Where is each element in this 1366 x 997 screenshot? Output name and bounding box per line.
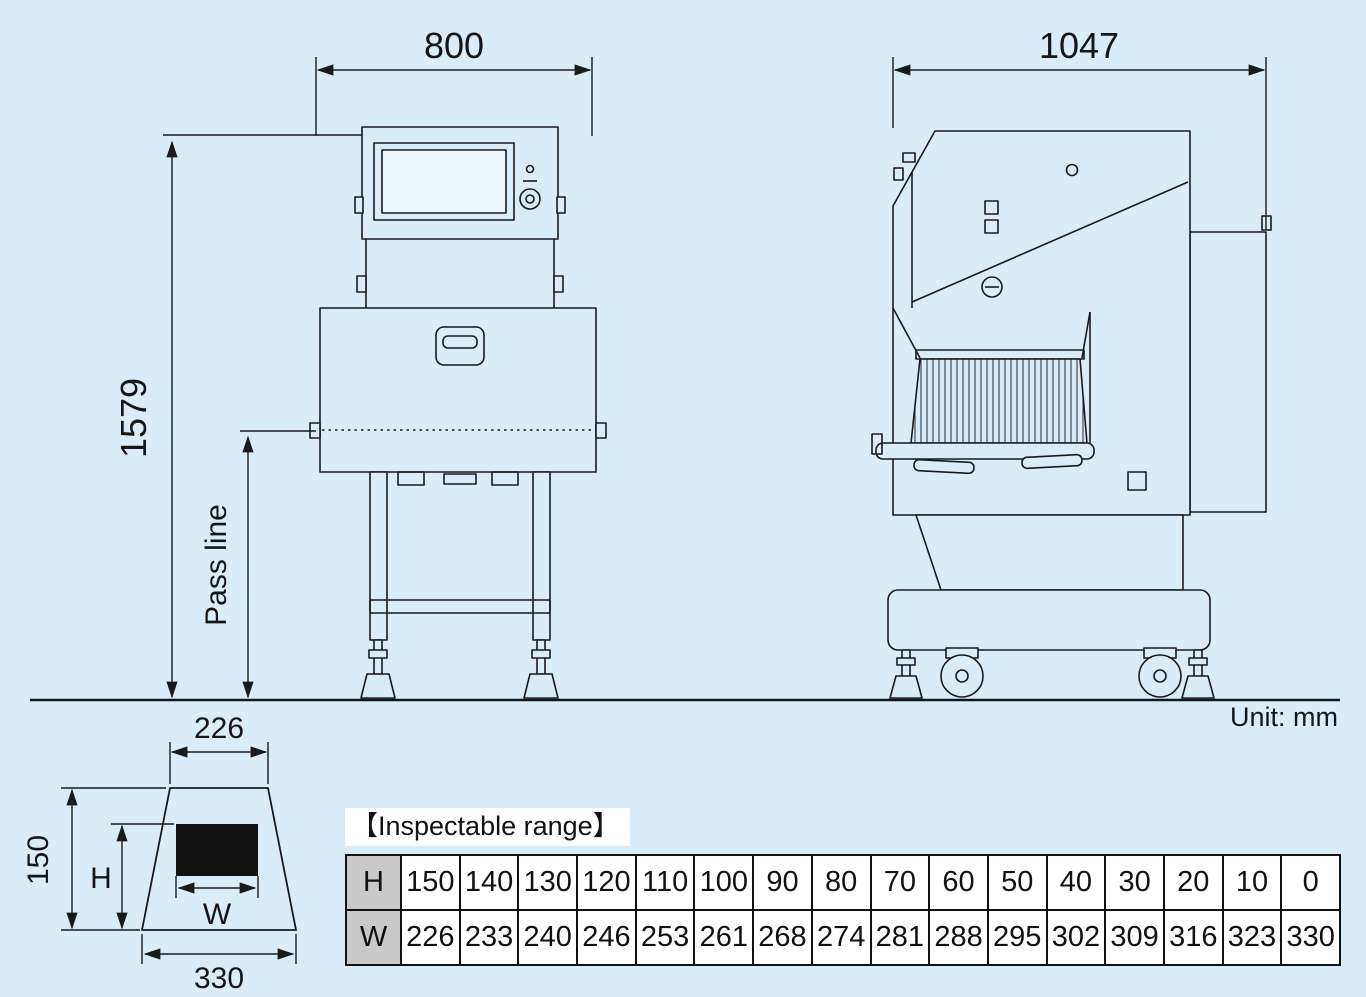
cell-w-1: 233 bbox=[458, 909, 520, 966]
cell-w-13: 316 bbox=[1162, 909, 1224, 966]
cell-h-13: 20 bbox=[1162, 854, 1224, 911]
cell-h-5: 100 bbox=[693, 854, 755, 911]
row-header-w: W bbox=[345, 909, 402, 966]
cell-h-6: 90 bbox=[752, 854, 813, 911]
lock-knob-icon bbox=[981, 276, 1003, 298]
conveyor-belt bbox=[875, 442, 1095, 460]
table-row-h: H 150 140 130 120 110 100 90 80 70 60 50… bbox=[345, 854, 1341, 911]
cell-w-11: 302 bbox=[1045, 909, 1107, 966]
cell-h-1: 140 bbox=[458, 854, 520, 911]
cell-w-0: 226 bbox=[400, 909, 461, 966]
cross-section-dimensions bbox=[61, 742, 297, 964]
cell-w-12: 309 bbox=[1104, 909, 1165, 966]
cell-h-4: 110 bbox=[634, 854, 696, 911]
front-view-drawing bbox=[309, 126, 607, 699]
dimension-labels: 800 1047 1579 Pass line Unit: mm bbox=[113, 25, 1338, 732]
cross-section-drawing bbox=[141, 787, 297, 931]
cell-h-10: 50 bbox=[986, 854, 1048, 911]
cell-h-14: 10 bbox=[1221, 854, 1283, 911]
cell-w-6: 268 bbox=[752, 909, 813, 966]
cell-w-15: 330 bbox=[1280, 909, 1341, 966]
cell-h-11: 40 bbox=[1045, 854, 1107, 911]
pass-line-label: Pass line bbox=[200, 504, 233, 626]
inspectable-range-section: 【Inspectable range】 H 150 140 130 120 11… bbox=[345, 808, 1341, 966]
cell-w-10: 295 bbox=[986, 909, 1048, 966]
dimension-lines bbox=[163, 57, 1267, 699]
cell-w-3: 246 bbox=[576, 909, 637, 966]
dim-1047-extensions bbox=[892, 57, 1267, 230]
xray-curtain bbox=[910, 358, 1088, 444]
dim-1579-label: 1579 bbox=[113, 378, 154, 458]
cell-h-12: 30 bbox=[1104, 854, 1165, 911]
cell-w-4: 253 bbox=[634, 909, 696, 966]
caster-wheel-icon bbox=[1138, 654, 1182, 698]
cs-w-label: W bbox=[203, 898, 232, 931]
cell-h-9: 60 bbox=[928, 854, 989, 911]
cell-h-15: 0 bbox=[1280, 854, 1341, 911]
cs-h-label: H bbox=[90, 862, 112, 895]
cs-top-label: 226 bbox=[194, 712, 244, 745]
cell-w-2: 240 bbox=[517, 909, 579, 966]
cell-h-0: 150 bbox=[400, 854, 461, 911]
side-view-drawing bbox=[871, 130, 1272, 699]
product-sample-rect bbox=[176, 824, 258, 876]
row-header-h: H bbox=[345, 854, 402, 911]
inspectable-range-table: H 150 140 130 120 110 100 90 80 70 60 50… bbox=[345, 854, 1341, 966]
door-handle bbox=[435, 326, 485, 366]
inspection-area-trapezoid bbox=[141, 787, 297, 931]
cell-w-5: 261 bbox=[693, 909, 755, 966]
table-row-w: W 226 233 240 246 253 261 268 274 281 28… bbox=[345, 909, 1341, 966]
caster-wheel-icon bbox=[940, 654, 984, 698]
cell-h-3: 120 bbox=[576, 854, 637, 911]
cell-w-9: 288 bbox=[928, 909, 989, 966]
inspectable-range-title: 【Inspectable range】 bbox=[345, 808, 630, 846]
key-switch-icon bbox=[519, 188, 541, 210]
display-screen bbox=[381, 149, 507, 214]
cs-bottom-label: 330 bbox=[194, 962, 244, 995]
cell-w-8: 281 bbox=[869, 909, 931, 966]
cell-h-2: 130 bbox=[517, 854, 579, 911]
cell-h-8: 70 bbox=[869, 854, 931, 911]
cell-w-14: 323 bbox=[1221, 909, 1283, 966]
dim-1047-label: 1047 bbox=[1039, 25, 1119, 66]
dim-800-extensions bbox=[315, 57, 593, 136]
unit-label: Unit: mm bbox=[1230, 702, 1338, 732]
cs-height-label: 150 bbox=[22, 835, 55, 885]
cell-w-7: 274 bbox=[810, 909, 872, 966]
cross-section-labels: 226 150 H W 330 bbox=[22, 712, 244, 995]
cell-h-7: 80 bbox=[810, 854, 872, 911]
dim-800-label: 800 bbox=[424, 25, 484, 66]
indicator-lamp-icon bbox=[525, 164, 535, 174]
